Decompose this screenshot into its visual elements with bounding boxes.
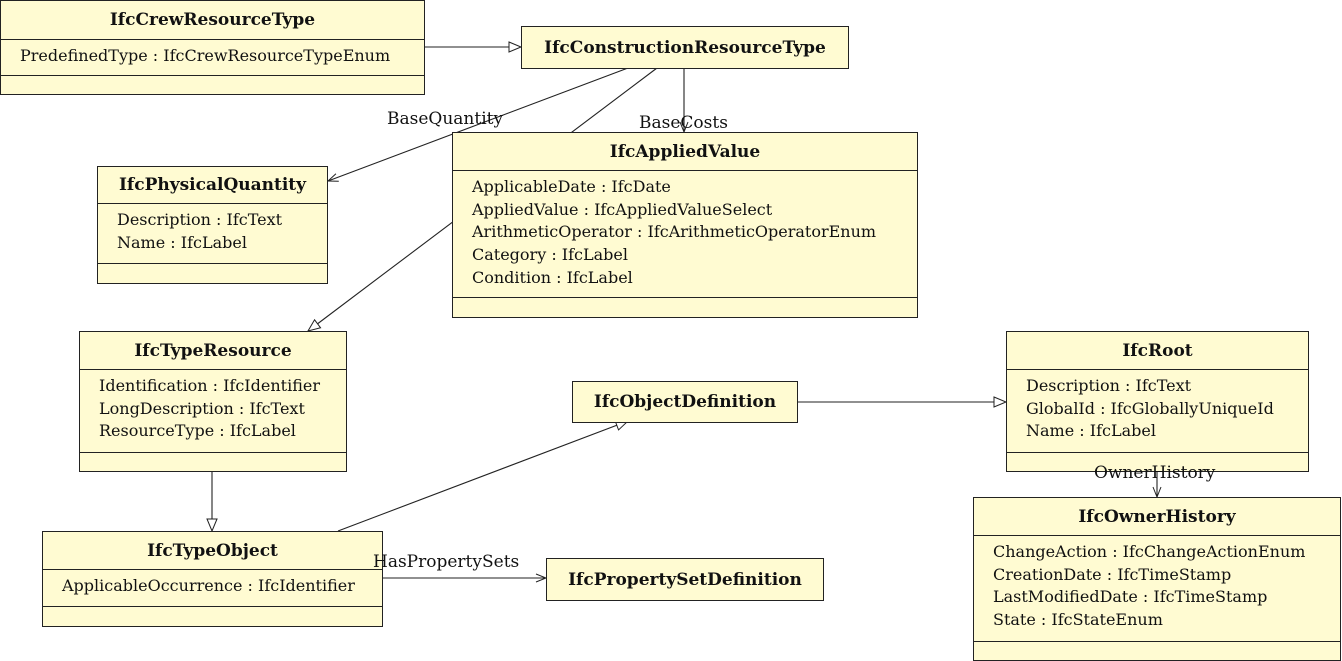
class-ifc-physical-quantity[interactable]: IfcPhysicalQuantity Description : IfcTex… (97, 166, 328, 284)
class-ifc-object-definition[interactable]: IfcObjectDefinition (572, 381, 798, 423)
class-name: IfcObjectDefinition (593, 392, 777, 412)
class-name: IfcOwnerHistory (1078, 506, 1236, 527)
operation-section (80, 452, 346, 471)
class-name: IfcPhysicalQuantity (118, 175, 307, 195)
attribute: ApplicableOccurrence : IfcIdentifier (62, 576, 355, 595)
attribute: AppliedValue : IfcAppliedValueSelect (472, 199, 773, 219)
attribute-section: ApplicableDate : IfcDate AppliedValue : … (453, 170, 917, 295)
attribute: LongDescription : IfcText (99, 398, 305, 418)
attribute: LastModifiedDate : IfcTimeStamp (993, 587, 1268, 607)
attribute: Name : IfcLabel (1026, 421, 1156, 441)
attribute: PredefinedType : IfcCrewResourceTypeEnum (20, 46, 391, 65)
attribute: CreationDate : IfcTimeStamp (993, 564, 1232, 584)
attribute: ResourceType : IfcLabel (99, 421, 296, 441)
class-ifc-property-set-definition[interactable]: IfcPropertySetDefinition (546, 558, 824, 601)
attribute: ChangeAction : IfcChangeActionEnum (993, 542, 1306, 561)
attribute: Description : IfcText (1026, 376, 1192, 395)
class-name: IfcRoot (1122, 340, 1193, 361)
attribute: Name : IfcLabel (117, 232, 247, 252)
class-name: IfcAppliedValue (609, 141, 761, 162)
operation-section (974, 641, 1340, 660)
assoc-base-quantity (328, 67, 629, 181)
gen-type-object-to-object-definition (337, 421, 628, 532)
class-ifc-applied-value[interactable]: IfcAppliedValue ApplicableDate : IfcDate… (452, 132, 918, 318)
operation-section (453, 297, 917, 317)
class-ifc-root[interactable]: IfcRoot Description : IfcText GlobalId :… (1006, 331, 1309, 472)
attribute: Category : IfcLabel (472, 245, 628, 265)
class-name: IfcCrewResourceType (109, 10, 316, 30)
attribute-section: ApplicableOccurrence : IfcIdentifier (43, 569, 382, 603)
label-base-quantity: BaseQuantity (387, 109, 504, 129)
class-ifc-crew-resource-type[interactable]: IfcCrewResourceType PredefinedType : Ifc… (0, 0, 425, 95)
operation-section (98, 263, 327, 283)
attribute: Identification : IfcIdentifier (99, 376, 320, 395)
class-name: IfcPropertySetDefinition (568, 569, 802, 590)
operation-section (1, 75, 424, 94)
class-name: IfcConstructionResourceType (544, 37, 826, 58)
operation-section (43, 606, 382, 626)
attribute: Description : IfcText (117, 210, 283, 229)
class-ifc-type-resource[interactable]: IfcTypeResource Identification : IfcIden… (79, 331, 347, 472)
label-base-costs: BaseCosts (639, 113, 728, 133)
attribute-section: Description : IfcText GlobalId : IfcGlob… (1007, 369, 1308, 448)
class-ifc-type-object[interactable]: IfcTypeObject ApplicableOccurrence : Ifc… (42, 531, 383, 627)
class-name: IfcTypeResource (134, 340, 292, 361)
attribute: GlobalId : IfcGloballyUniqueId (1026, 398, 1274, 418)
class-name: IfcTypeObject (147, 540, 278, 561)
class-ifc-owner-history[interactable]: IfcOwnerHistory ChangeAction : IfcChange… (973, 497, 1341, 661)
label-has-property-sets: HasPropertySets (373, 552, 520, 572)
attribute: ApplicableDate : IfcDate (472, 177, 671, 196)
attribute-section: PredefinedType : IfcCrewResourceTypeEnum (1, 39, 424, 73)
attribute-section: Identification : IfcIdentifier LongDescr… (80, 369, 346, 448)
attribute: State : IfcStateEnum (993, 610, 1163, 630)
attribute: Condition : IfcLabel (472, 267, 633, 287)
attribute: ArithmeticOperator : IfcArithmeticOperat… (472, 222, 877, 242)
operation-section (1007, 452, 1308, 471)
class-ifc-construction-resource-type[interactable]: IfcConstructionResourceType (521, 26, 849, 69)
attribute-section: ChangeAction : IfcChangeActionEnum Creat… (974, 535, 1340, 637)
attribute-section: Description : IfcText Name : IfcLabel (98, 203, 327, 259)
label-owner-history: OwnerHistory (1094, 463, 1216, 483)
